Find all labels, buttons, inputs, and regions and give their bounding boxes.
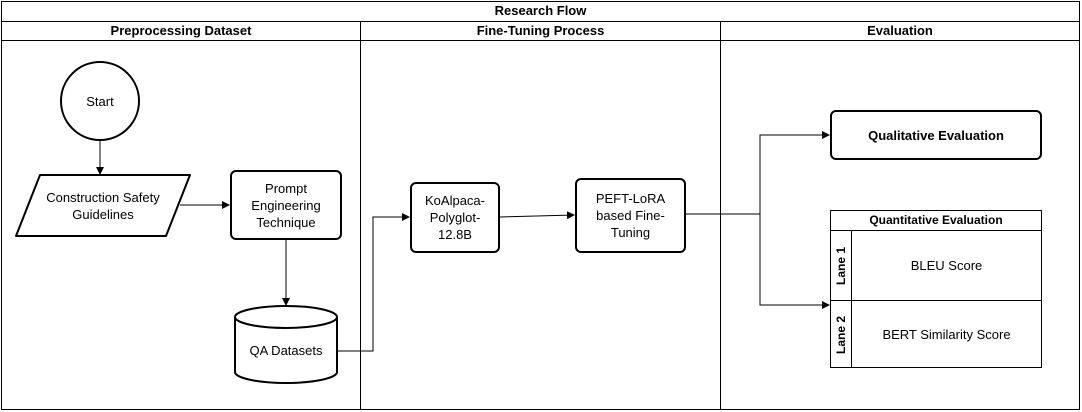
lane-2-label: Lane 2 [834,315,848,354]
lane-2: Lane 2 BERT Similarity Score [831,301,1041,368]
arrow-qa-to-koalpaca [337,213,410,352]
column-header-evaluation: Evaluation [720,21,1080,41]
lane-1-label-cell: Lane 1 [831,231,852,300]
quantitative-evaluation-title: Quantitative Evaluation [831,211,1041,231]
qa-datasets-node: QA Datasets [249,342,323,358]
peft-lora-node: PEFT-LoRA based Fine-Tuning [575,178,686,253]
guidelines-parallelogram [15,174,191,237]
column-divider-2 [720,21,721,410]
qualitative-evaluation-node: Qualitative Evaluation [830,110,1042,160]
prompt-engineering-node: Prompt Engineering Technique [230,170,342,240]
column-header-preprocessing: Preprocessing Dataset [1,21,361,41]
lane-1-label: Lane 1 [834,246,848,285]
start-node: Start [60,61,140,141]
arrow-peft-to-quantitative [759,214,830,309]
bleu-score-text: BLEU Score [910,258,983,273]
guidelines-node: Construction Safety Guidelines [46,189,160,222]
diagram-title: Research Flow [1,1,1080,22]
koalpaca-node: KoAlpaca-Polyglot-12.8B [410,182,500,253]
column-divider-1 [360,21,361,410]
arrow-koalpaca-to-peft [499,211,575,220]
quantitative-evaluation-pool: Quantitative Evaluation Lane 1 BLEU Scor… [830,210,1042,368]
column-header-fine-tuning: Fine-Tuning Process [361,21,720,41]
arrow-peft-to-qualitative [686,131,830,215]
qa-datasets-cylinder [234,305,338,384]
bert-similarity-text: BERT Similarity Score [882,327,1011,342]
lane-2-label-cell: Lane 2 [831,301,852,368]
lane-1: Lane 1 BLEU Score [831,231,1041,301]
